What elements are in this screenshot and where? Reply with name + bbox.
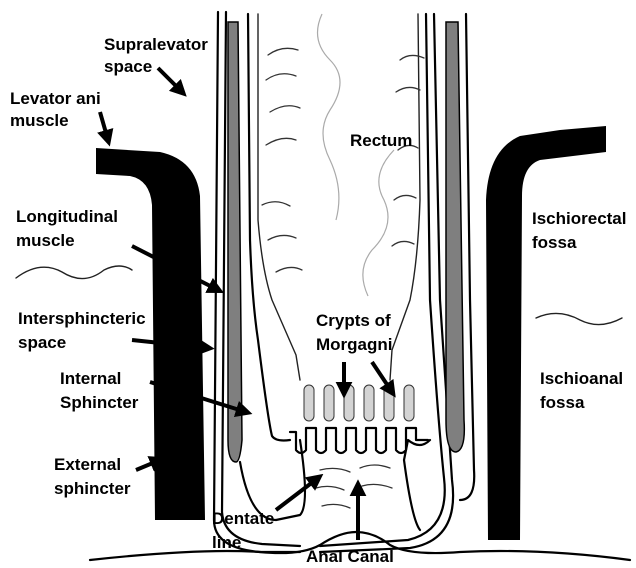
label-external-1: External <box>54 455 121 474</box>
label-dentate-2: line <box>212 533 241 552</box>
label-intersphincteric-2: space <box>18 333 66 352</box>
label-levator-2: muscle <box>10 111 69 130</box>
right-anal-canal-wall <box>404 440 430 530</box>
label-dentate-1: Dentate <box>212 509 274 528</box>
arrow-supralevator <box>158 68 182 92</box>
arrow-levator <box>100 112 108 140</box>
anal-canal-folds <box>316 465 392 508</box>
arrow-dentate <box>276 478 318 510</box>
label-levator-1: Levator ani <box>10 89 101 108</box>
right-levator-external-muscle <box>486 126 606 540</box>
label-ischiorectal-1: Ischiorectal <box>532 209 627 228</box>
label-external-2: sphincter <box>54 479 131 498</box>
anal-columns <box>304 385 414 421</box>
label-crypts-1: Crypts of <box>316 311 391 330</box>
label-longitudinal-2: muscle <box>16 231 75 250</box>
label-ischiorectal-2: fossa <box>532 233 577 252</box>
label-ischioanal-1: Ischioanal <box>540 369 623 388</box>
left-fossa-line <box>16 266 132 279</box>
label-ischioanal-2: fossa <box>540 393 585 412</box>
right-mucosa-line <box>390 14 420 380</box>
left-outer-wall-line <box>214 12 300 552</box>
left-mucosa-line <box>258 14 300 380</box>
left-internal-sphincter <box>228 22 242 462</box>
label-intersphincteric-1: Intersphincteric <box>18 309 146 328</box>
left-anal-canal-wall <box>240 440 305 520</box>
right-outer-wall-line <box>320 14 453 552</box>
label-anal-canal: Anal Canal <box>306 547 394 566</box>
label-crypts-2: Morgagni <box>316 335 393 354</box>
rectal-folds <box>262 48 424 272</box>
label-longitudinal-1: Longitudinal <box>16 207 118 226</box>
label-internal-1: Internal <box>60 369 121 388</box>
arrow-crypt-2 <box>372 362 392 392</box>
label-rectum: Rectum <box>350 131 412 150</box>
right-fossa-line <box>536 313 622 324</box>
label-supralevator-1: Supralevator <box>104 35 208 54</box>
right-internal-sphincter <box>446 22 464 452</box>
lumen-line-1 <box>318 14 341 220</box>
lumen-line-2 <box>363 150 394 296</box>
label-internal-2: Sphincter <box>60 393 139 412</box>
label-supralevator-2: space <box>104 57 152 76</box>
